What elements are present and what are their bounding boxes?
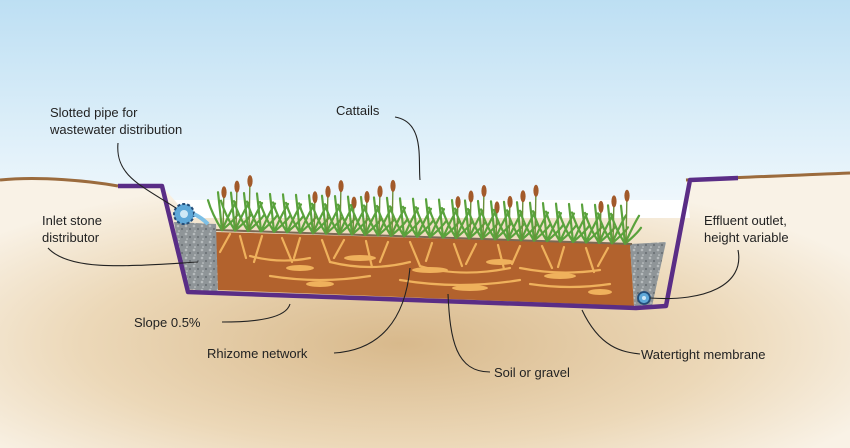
inlet-label-line1: Inlet stone: [42, 213, 102, 228]
cattail-leaves: [310, 194, 344, 235]
bed-surface: [215, 229, 633, 245]
cattail-leaves: [531, 202, 565, 243]
pipe-label-line1: Slotted pipe for: [50, 105, 138, 120]
rhizome-label: Rhizome network: [207, 346, 308, 361]
cattail-leaves: [362, 196, 396, 237]
membrane-label: Watertight membrane: [641, 347, 766, 362]
cattail-head: [507, 195, 513, 208]
cattail-head: [325, 185, 331, 198]
effluent-leader: [649, 249, 740, 300]
cattail-leaves: [570, 203, 604, 244]
cattail-leaves: [544, 202, 578, 243]
cattail-head: [494, 201, 500, 214]
cattail-leaves: [518, 201, 552, 242]
cattail-leaves: [284, 193, 318, 234]
cattail-head: [481, 184, 487, 197]
cattail-leaves: [349, 195, 383, 237]
cattail-leaves: [206, 191, 240, 232]
cattail-head: [520, 190, 526, 203]
slope-leader: [221, 303, 291, 323]
cattail-leaves: [401, 197, 435, 238]
cattail-leaves: [336, 195, 370, 236]
cattail-head: [338, 180, 344, 193]
slotted-pipe-icon: [173, 203, 210, 226]
cattail-leaves: [479, 200, 513, 241]
pipe-leader: [117, 142, 177, 209]
cattail-leaves: [245, 192, 279, 233]
sky: [0, 0, 850, 200]
cattail-leaves: [388, 197, 422, 238]
cattail-leaves: [609, 204, 643, 245]
cattail-head: [598, 200, 604, 213]
cattail-leaves: [492, 200, 526, 241]
cattail-leaves: [583, 203, 617, 244]
cattail-leaves: [219, 191, 253, 232]
cattail-leaves: [375, 196, 409, 237]
soil-leader: [447, 293, 491, 373]
cattail-leaves: [323, 195, 357, 236]
cattail-leaves: [596, 204, 630, 245]
cattail-head: [221, 186, 227, 199]
root-system: [218, 232, 612, 289]
inlet-leader: [47, 247, 199, 267]
cattails-leader: [394, 116, 421, 181]
cattail-leaves: [297, 194, 331, 235]
soil-label: Soil or gravel: [494, 365, 570, 380]
cattail-head: [624, 189, 630, 202]
outlet-pipe-icon: [637, 291, 651, 305]
cattail-head: [234, 180, 240, 193]
cattail-leaves: [414, 198, 448, 239]
cattail-head: [351, 196, 357, 209]
cattail-leaves: [557, 202, 591, 244]
membrane-leader: [581, 309, 641, 355]
cattail-head: [611, 195, 617, 208]
cattail-leaves: [258, 192, 292, 234]
cattail-head: [364, 191, 370, 204]
cattail-leaves: [440, 198, 474, 240]
cattail-head: [247, 175, 253, 188]
effluent-label-line2: height variable: [704, 230, 789, 245]
inlet-label-line2: distributor: [42, 230, 100, 245]
cattail-head: [377, 185, 383, 198]
cattail-head: [533, 184, 539, 197]
effluent-label-line1: Effluent outlet,: [704, 213, 787, 228]
watertight-membrane: [118, 175, 739, 311]
cattail-head: [390, 179, 396, 192]
cattail-head: [455, 196, 461, 209]
rhizome-leader: [333, 267, 411, 354]
cattail-leaves: [453, 199, 487, 240]
rhizome-nodes: [286, 255, 612, 295]
cattail-leaves: [505, 201, 539, 242]
cattail-leaves: [427, 198, 461, 239]
ground-surface-left: [0, 177, 119, 188]
pipe-label-line2: wastewater distribution: [49, 122, 182, 137]
outlet-gravel: [630, 242, 666, 306]
cattail-head: [312, 191, 318, 204]
cattail-head: [468, 190, 474, 203]
cattail-leaves: [232, 191, 266, 233]
cattail-leaves: [466, 199, 500, 241]
cattails-label: Cattails: [336, 103, 380, 118]
cattail-plants: [206, 175, 643, 245]
slope-label: Slope 0.5%: [134, 315, 201, 330]
cattail-leaves: [271, 193, 305, 234]
